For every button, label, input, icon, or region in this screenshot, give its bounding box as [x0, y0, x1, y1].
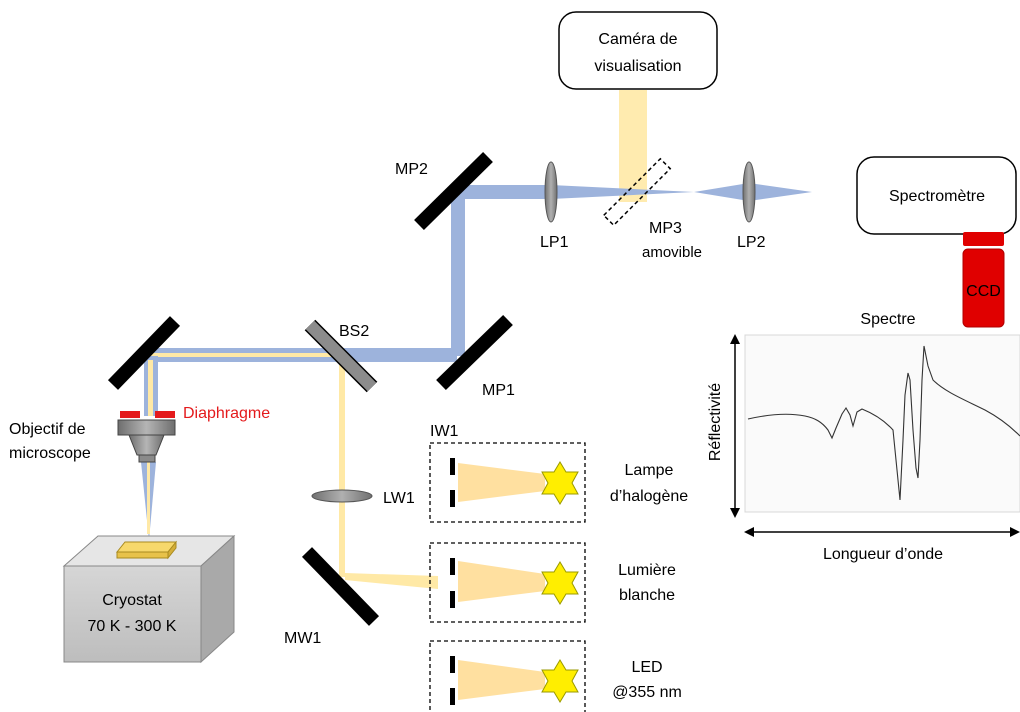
- spectrum-plot-area: [744, 334, 1020, 513]
- lens-lp1: [544, 161, 558, 223]
- camera-box: Caméra de visualisation: [558, 11, 718, 90]
- diaphragm-right: [155, 411, 175, 418]
- label-bs2: BS2: [339, 323, 369, 340]
- beam-focusing-cone: [551, 185, 694, 199]
- y-arrow-top: [730, 334, 740, 344]
- label-source3-line2: @355 nm: [612, 684, 682, 701]
- label-objective-line2: microscope: [9, 445, 91, 462]
- spectrum-curve: [747, 345, 1020, 501]
- x-arrow-right: [1010, 527, 1020, 537]
- label-mw1: MW1: [284, 630, 321, 647]
- white-light-line-vertical: [339, 355, 345, 577]
- spectrum-title: Spectre: [860, 311, 915, 328]
- star-icon: [541, 461, 579, 505]
- label-objective-line1: Objectif de: [9, 421, 86, 438]
- spectrometer-label: Spectromètre: [889, 188, 985, 205]
- label-lp1: LP1: [540, 234, 569, 251]
- label-mp2: MP2: [395, 161, 428, 178]
- label-mp3-note: amovible: [642, 244, 702, 261]
- spectrometer-box: Spectromètre: [856, 156, 1017, 235]
- beam-paths: [141, 90, 812, 589]
- star-icon: [541, 659, 579, 703]
- camera-label-line1: Caméra de: [598, 31, 677, 48]
- camera-label-line2: visualisation: [594, 58, 681, 75]
- label-source1-line2: d’halogène: [610, 488, 688, 505]
- source-halogen: [429, 442, 586, 523]
- label-source1-line1: Lampe: [625, 462, 674, 479]
- ccd-detector: CCD: [962, 232, 1005, 328]
- component-labels: MP2 LP1 MP3 amovible LP2 BS2 MP1 Diaphra…: [9, 161, 766, 701]
- label-mp3: MP3: [649, 220, 682, 237]
- ccd-label: CCD: [966, 283, 1001, 300]
- beam-diverging-cone: [694, 183, 749, 201]
- lens-lp2: [742, 161, 756, 223]
- label-mp1: MP1: [482, 382, 515, 399]
- label-source2-line1: Lumière: [618, 562, 676, 579]
- objective-beam-yellow: [148, 360, 153, 416]
- beam-mp2-lp1: [451, 185, 551, 199]
- sample: [115, 541, 178, 553]
- objective-focus-yellow: [147, 462, 150, 534]
- cryostat: Cryostat 70 K - 300 K: [62, 534, 236, 664]
- removable-mirror-mp3: [602, 157, 672, 227]
- cryostat-label-line2: 70 K - 300 K: [88, 618, 177, 635]
- lens-lw1: [311, 489, 373, 503]
- cryostat-label-line1: Cryostat: [102, 592, 162, 609]
- source-white-light: [429, 542, 586, 623]
- mirror-mp2: [414, 152, 493, 230]
- source-led: [429, 640, 586, 712]
- y-axis-label: Réflectivité: [707, 383, 724, 461]
- label-source2-line2: blanche: [619, 587, 675, 604]
- beam-vertical-mp1-mp2: [451, 188, 465, 356]
- label-source3-line1: LED: [631, 659, 662, 676]
- white-light-fan: [345, 573, 438, 589]
- diaphragm-left: [120, 411, 140, 418]
- label-lp2: LP2: [737, 234, 766, 251]
- x-arrow-left: [744, 527, 754, 537]
- spectrum-inset: Spectre Réflectivité Longueur d’onde: [707, 311, 1020, 563]
- y-arrow-bottom: [730, 508, 740, 518]
- lenses: [311, 161, 756, 503]
- x-axis-label: Longueur d’onde: [823, 546, 943, 563]
- label-iw1: IW1: [430, 423, 459, 440]
- mirror-mp1: [436, 314, 513, 391]
- camera-beam: [619, 90, 647, 202]
- mirrors: [107, 152, 513, 626]
- microscope-objective: [117, 411, 176, 463]
- beamsplitter-bs2: [304, 319, 378, 393]
- beam-to-spectrometer: [749, 183, 812, 201]
- label-lw1: LW1: [383, 490, 415, 507]
- mirror-left: [107, 316, 181, 390]
- label-diaphragm: Diaphragme: [183, 405, 270, 422]
- white-light-line-horizontal: [150, 353, 340, 357]
- star-icon: [541, 561, 579, 605]
- mirror-mw1: [301, 547, 380, 626]
